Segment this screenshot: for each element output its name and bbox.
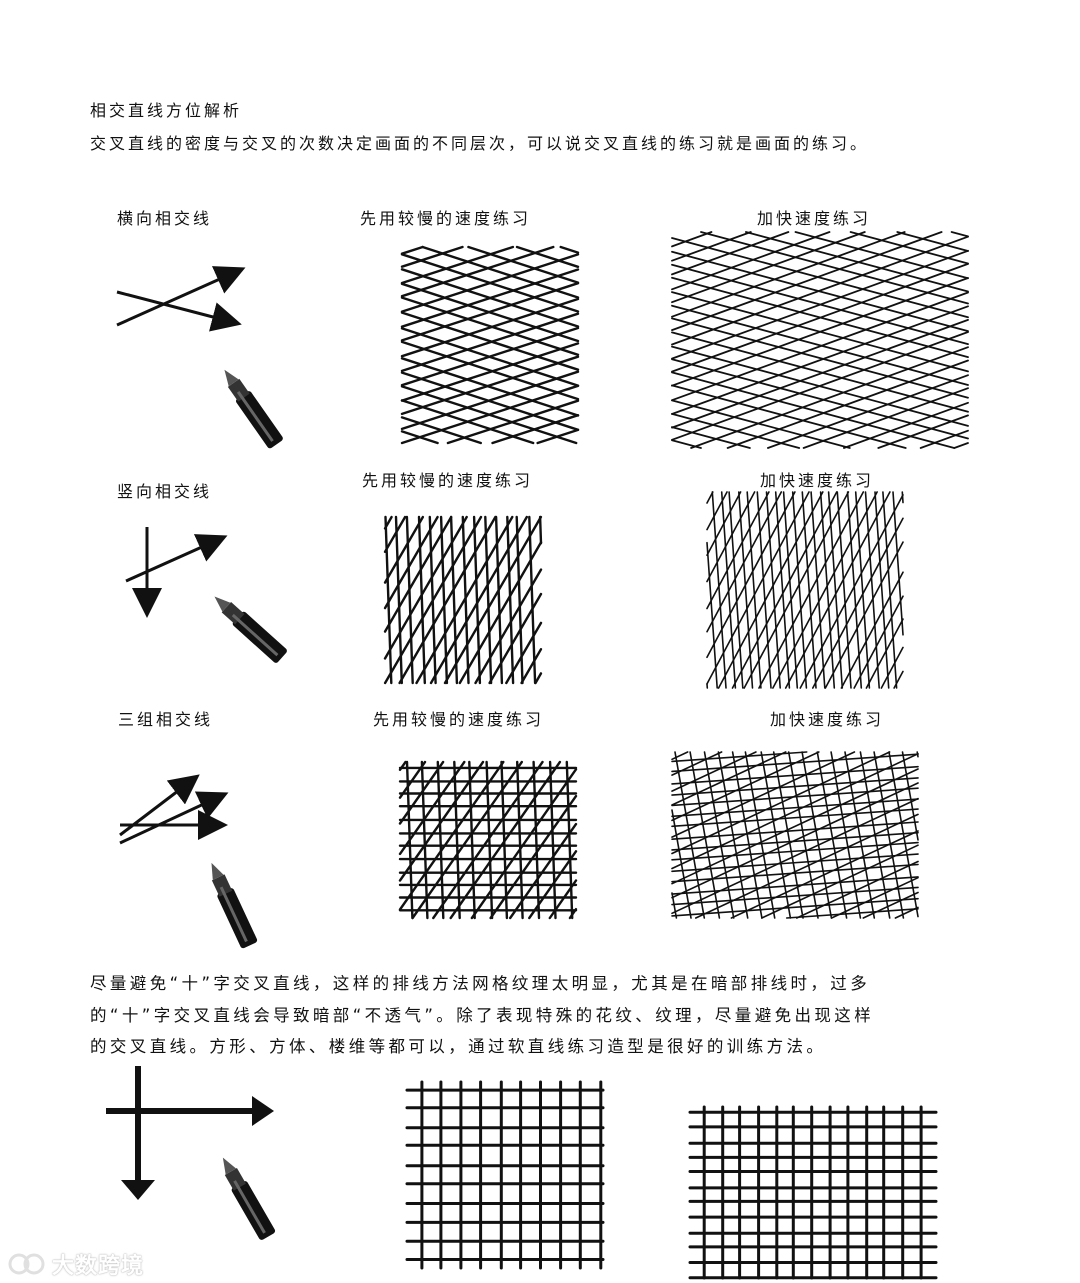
hatch-stroke <box>952 232 968 236</box>
hatch-stroke <box>402 343 578 400</box>
hatch-stroke <box>385 517 438 608</box>
hatch-stroke <box>402 247 423 254</box>
hatch-stroke <box>517 762 522 918</box>
hatch-stroke <box>733 492 837 688</box>
cross-grid-fast <box>688 1105 938 1280</box>
hatch-stroke <box>719 492 823 688</box>
hatch-stroke <box>746 232 968 292</box>
hatch-stroke <box>536 673 542 683</box>
hatch-three-fast <box>670 750 920 920</box>
hatch-stroke <box>707 492 741 555</box>
hatch-stroke <box>534 762 539 918</box>
hatch-stroke <box>402 342 578 399</box>
hatch-stroke <box>672 783 918 898</box>
hatch-stroke <box>402 247 553 296</box>
watermark-text: 大数跨境 <box>52 1248 144 1280</box>
hatch-stroke <box>400 517 496 683</box>
hatch-horizontal-slow <box>400 245 580 445</box>
hatch-stroke <box>789 752 818 918</box>
hatch-stroke <box>469 762 474 918</box>
hatch-stroke <box>402 358 578 415</box>
hatch-stroke <box>954 443 968 448</box>
hatch-stroke <box>759 492 863 688</box>
hatch-stroke <box>400 762 503 910</box>
hatch-stroke <box>402 299 578 356</box>
hatch-stroke <box>903 752 919 840</box>
cross-grid-slow <box>405 1080 605 1270</box>
hatch-stroke <box>786 492 890 688</box>
hatch-stroke <box>773 492 877 688</box>
hatch-stroke <box>796 232 969 278</box>
hatch-stroke <box>672 752 688 759</box>
hatch-stroke <box>402 357 578 414</box>
hatch-stroke <box>800 495 903 688</box>
hatch-stroke <box>561 247 578 253</box>
hatch-stroke <box>468 247 578 283</box>
hatch-vertical-fast <box>705 490 905 690</box>
hatch-stroke <box>454 762 459 918</box>
hatch-stroke <box>385 517 423 583</box>
marker-pen-icon <box>210 358 290 458</box>
hatch-horizontal-fast <box>670 230 970 450</box>
hatch-stroke <box>402 298 578 355</box>
hatch-stroke <box>672 833 918 850</box>
hatch-stroke <box>438 762 444 918</box>
hatch-vertical-slow <box>383 515 543 685</box>
hatch-stroke <box>445 517 541 683</box>
watermark-logo-icon <box>8 1251 48 1277</box>
watermark: 大数跨境 <box>8 1248 144 1280</box>
hatch-stroke <box>813 518 903 688</box>
hatch-stroke <box>529 517 535 683</box>
hatch-stroke <box>672 232 865 302</box>
marker-pen-icon <box>190 855 270 955</box>
hatch-stroke <box>540 517 541 543</box>
hatch-three-slow <box>398 760 578 920</box>
marker-pen-icon <box>208 578 288 678</box>
hatch-stroke <box>672 293 968 401</box>
hatch-stroke <box>917 752 918 757</box>
hatch-stroke <box>728 361 968 449</box>
marker-pen-icon <box>205 1148 285 1248</box>
hatch-stroke <box>550 762 555 918</box>
hatch-stroke <box>672 799 918 816</box>
